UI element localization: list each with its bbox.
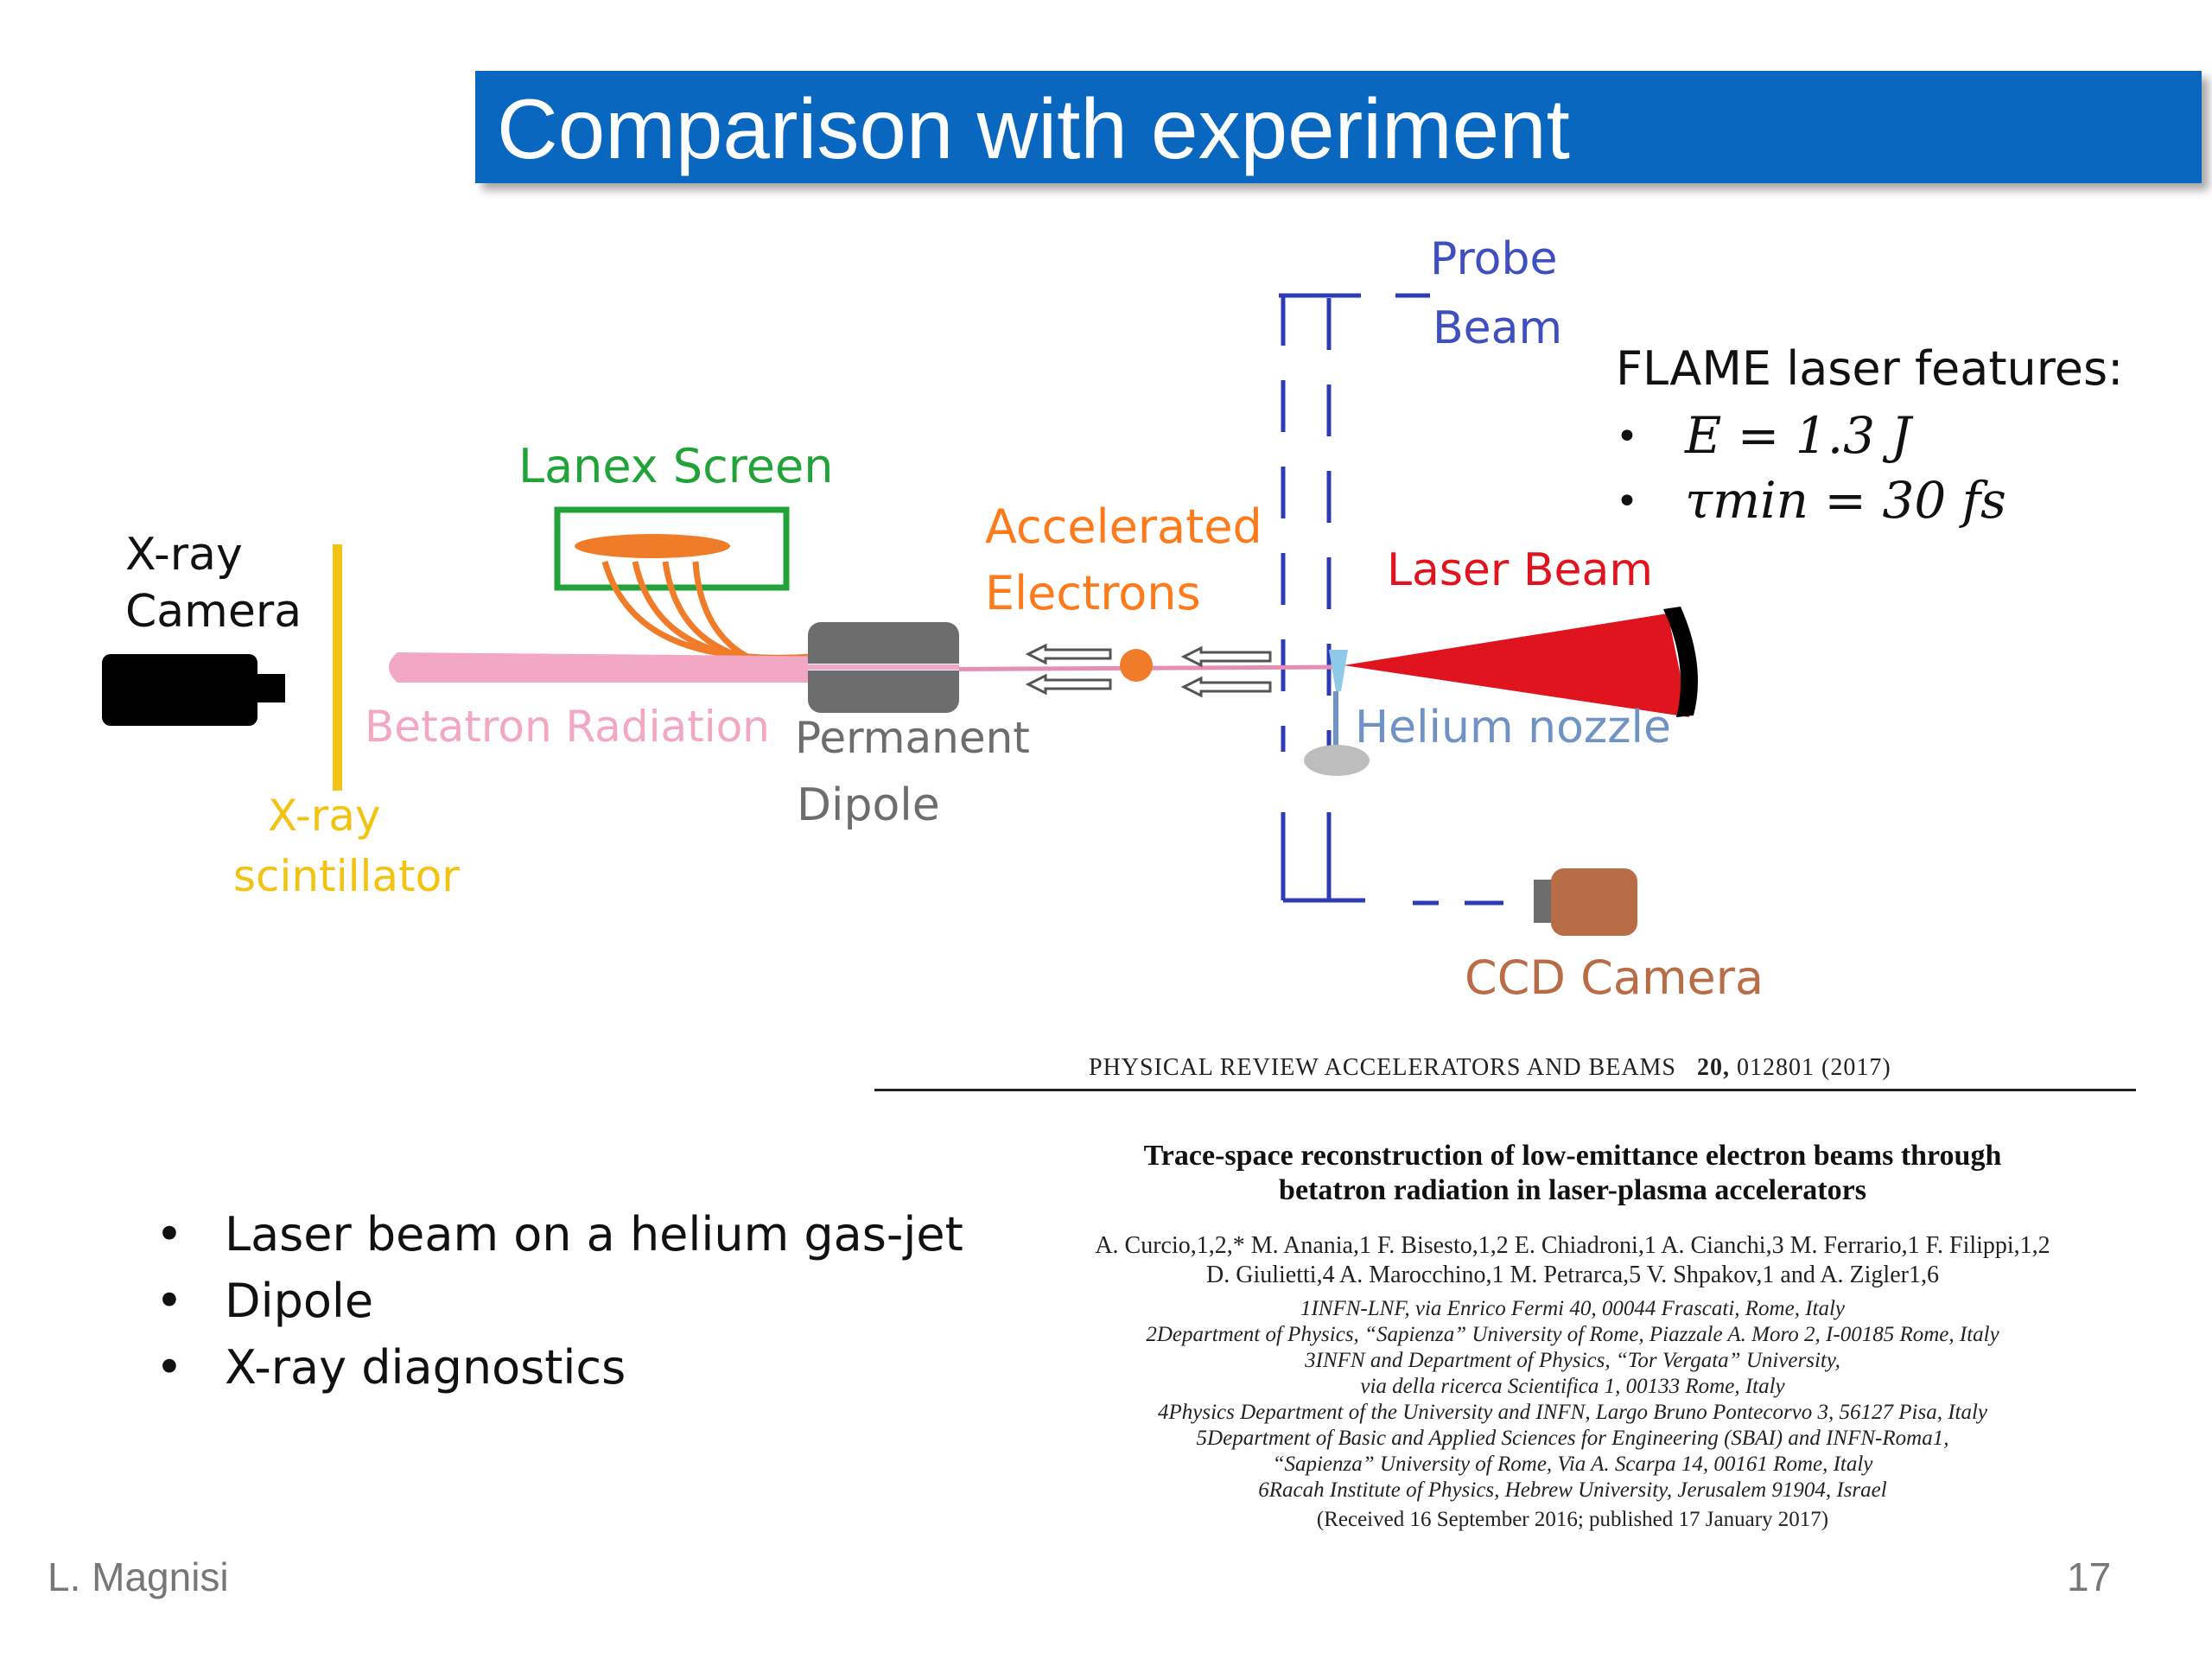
slide-title: Comparison with experiment	[497, 81, 1570, 176]
bullet-item: •Dipole	[156, 1274, 374, 1328]
slide-author: L. Magnisi	[48, 1554, 229, 1599]
xray-camera-lens	[255, 674, 285, 702]
ccd-camera-label: CCD Camera	[1465, 950, 1764, 1005]
bullet-text: Dipole	[225, 1274, 374, 1328]
permanent-dipole-label-1: Permanent	[795, 713, 1030, 763]
betatron-radiation-label: Betatron Radiation	[365, 702, 770, 752]
feature-energy: E = 1.3 J	[1685, 406, 1911, 465]
laser-lens	[1663, 607, 1698, 717]
journal-ref: 012801 (2017)	[1737, 1054, 1891, 1081]
bullet-item: •X-ray diagnostics	[156, 1340, 626, 1395]
authors-line: D. Giulietti,4 A. Marocchino,1 M. Petrar…	[1206, 1262, 1939, 1288]
xray-scintillator	[333, 544, 342, 791]
xray-camera-label-1: X-ray	[125, 529, 243, 581]
accelerated-electrons-label-1: Accelerated	[985, 499, 1262, 554]
journal-name: PHYSICAL REVIEW ACCELERATORS AND BEAMS	[1089, 1054, 1677, 1081]
bullet-text: X-ray diagnostics	[225, 1340, 626, 1395]
bullet-item: •Laser beam on a helium gas-jet	[156, 1207, 963, 1262]
laser-beam-label: Laser Beam	[1387, 544, 1654, 596]
journal-header: PHYSICAL REVIEW ACCELERATORS AND BEAMS 2…	[1089, 1054, 1891, 1082]
probe-beam-lines	[1279, 293, 1503, 906]
accelerated-electrons-label-2: Electrons	[985, 566, 1201, 620]
probe-beam-label-1: Probe	[1430, 233, 1558, 285]
affiliation-line: 2Department of Physics, “Sapienza” Unive…	[1146, 1323, 1999, 1346]
paper-affiliations: 1INFN-LNF, via Enrico Fermi 40, 00044 Fr…	[950, 1296, 2195, 1503]
electron-arrows	[1025, 643, 1272, 698]
paper-authors: A. Curcio,1,2,* M. Anania,1 F. Bisesto,1…	[950, 1231, 2195, 1290]
affiliation-line: 5Department of Basic and Applied Science…	[1196, 1427, 1949, 1450]
affiliation-line: 4Physics Department of the University an…	[1157, 1401, 1988, 1424]
feature-pulse-duration: τmin = 30 fs	[1685, 471, 2006, 530]
bullet-text: Laser beam on a helium gas-jet	[225, 1207, 963, 1262]
paper-received: (Received 16 September 2016; published 1…	[1316, 1508, 1829, 1531]
paper-title-line: betatron radiation in laser-plasma accel…	[1279, 1174, 1866, 1206]
affiliation-line: 3INFN and Department of Physics, “Tor Ve…	[1305, 1349, 1840, 1372]
probe-beam-label-2: Beam	[1433, 302, 1563, 354]
electron-bunch	[1120, 649, 1153, 682]
permanent-dipole-label-2: Dipole	[797, 779, 940, 831]
affiliation-line: 6Racah Institute of Physics, Hebrew Univ…	[1258, 1478, 1887, 1502]
feature-bullet-1: •	[1616, 415, 1638, 459]
journal-rule	[874, 1089, 2136, 1091]
lanex-screen-label: Lanex Screen	[518, 439, 834, 493]
ccd-camera-body	[1551, 868, 1637, 936]
paper-title: Trace-space reconstruction of low-emitta…	[950, 1139, 2195, 1208]
authors-line: A. Curcio,1,2,* M. Anania,1 F. Bisesto,1…	[1095, 1232, 2050, 1259]
xray-scintillator-label-2: scintillator	[233, 851, 460, 901]
xray-camera-body	[102, 654, 257, 726]
electron-trajectories	[601, 561, 813, 673]
title-bar	[475, 71, 2202, 183]
journal-volume: 20,	[1697, 1054, 1731, 1081]
feature-bullet-2: •	[1616, 480, 1638, 524]
affiliation-line: via della ricerca Scientifica 1, 00133 R…	[1360, 1375, 1785, 1398]
bullet-list: •Laser beam on a helium gas-jet •Dipole …	[156, 1201, 963, 1401]
helium-nozzle-base	[1304, 745, 1370, 776]
betatron-beam	[389, 652, 864, 683]
xray-scintillator-label-1: X-ray	[268, 791, 381, 841]
paper-title-line: Trace-space reconstruction of low-emitta…	[1143, 1140, 2002, 1172]
slide-page-number: 17	[2067, 1554, 2112, 1599]
helium-nozzle-label: Helium nozzle	[1355, 702, 1671, 753]
laser-cone	[1344, 613, 1689, 717]
affiliation-line: “Sapienza” University of Rome, Via A. Sc…	[1272, 1452, 1873, 1476]
affiliation-line: 1INFN-LNF, via Enrico Fermi 40, 00044 Fr…	[1300, 1297, 1846, 1320]
lanex-glow	[575, 534, 730, 558]
helium-jet	[1329, 650, 1348, 691]
xray-camera-label-2: Camera	[125, 586, 302, 638]
helium-nozzle-stem	[1333, 691, 1338, 756]
features-heading: FLAME laser features:	[1616, 341, 2124, 396]
